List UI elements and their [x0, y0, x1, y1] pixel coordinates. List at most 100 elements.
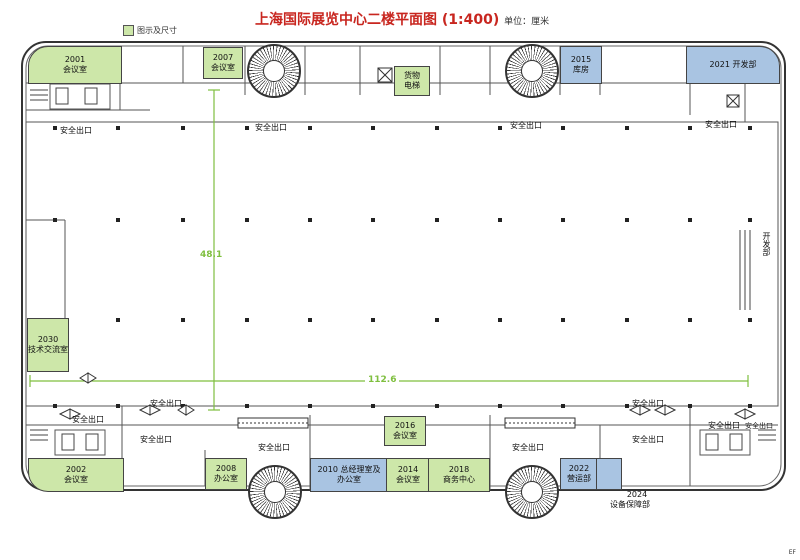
legend-label: 图示及尺寸: [137, 26, 177, 35]
room-2030[interactable]: 2030 技术交流室: [27, 318, 69, 372]
structural-column: [181, 404, 185, 408]
structural-column: [688, 318, 692, 322]
structural-column: [308, 404, 312, 408]
title-text: 上海国际展览中心二楼平面图: [255, 12, 437, 28]
exit-label-bottom-3: 安全出口: [258, 443, 290, 452]
structural-column: [625, 126, 629, 130]
room-2014[interactable]: 2014 会议室: [386, 458, 430, 492]
structural-column: [245, 404, 249, 408]
exit-label-bottom-right-1: 安全出口: [632, 399, 664, 408]
room-2008[interactable]: 2008 办公室: [205, 458, 247, 490]
room-2024-label: 2024 设备保障部: [610, 490, 650, 509]
room-2024-block[interactable]: [596, 458, 622, 490]
spiral-stair-top-left: [247, 44, 301, 98]
structural-column: [435, 126, 439, 130]
structural-column: [748, 126, 752, 130]
structural-column: [371, 318, 375, 322]
structural-column: [625, 218, 629, 222]
room-2022[interactable]: 2022 营运部: [560, 458, 598, 490]
structural-column: [748, 218, 752, 222]
structural-column: [181, 218, 185, 222]
room-2016[interactable]: 2016 会议室: [384, 416, 426, 446]
dimension-horizontal-label: 112.6: [365, 375, 400, 385]
spiral-stair-bottom-left: [248, 465, 302, 519]
column-grid: [53, 126, 752, 408]
structural-column: [116, 318, 120, 322]
structural-column: [498, 218, 502, 222]
structural-column: [53, 126, 57, 130]
structural-column: [435, 404, 439, 408]
freight-elevator[interactable]: 货物 电梯: [394, 66, 430, 96]
exit-label-bottom-4: 安全出口: [512, 443, 544, 452]
dimension-vertical: [208, 89, 220, 411]
structural-column: [116, 404, 120, 408]
legend-swatch: [123, 25, 134, 36]
exit-label-bottom-right-4: 安全出口: [745, 422, 773, 430]
structural-column: [498, 318, 502, 322]
structural-column: [181, 318, 185, 322]
structural-column: [435, 218, 439, 222]
room-2007[interactable]: 2007 会议室: [203, 47, 243, 79]
toilet-top-left: [49, 83, 111, 110]
structural-column: [308, 218, 312, 222]
right-wall-ribs: [739, 230, 751, 310]
exit-label-bottom-left: 安全出口: [72, 415, 104, 424]
structural-column: [748, 318, 752, 322]
structural-column: [371, 404, 375, 408]
structural-column: [371, 218, 375, 222]
side-label-dev: 开发部: [762, 232, 771, 256]
page-title: 上海国际展览中心二楼平面图 (1:400) 单位：厘米: [255, 9, 549, 29]
structural-column: [688, 218, 692, 222]
spiral-stair-bottom-right: [505, 465, 559, 519]
dimension-vertical-label: 48.1: [200, 250, 223, 260]
legend: 图示及尺寸: [123, 25, 177, 36]
structural-column: [53, 218, 57, 222]
door-symbols: [58, 372, 757, 420]
structural-column: [625, 404, 629, 408]
spiral-stair-top-right: [505, 44, 559, 98]
exit-label-top-left: 安全出口: [60, 126, 92, 135]
exit-label-top-mid-1: 安全出口: [255, 123, 287, 132]
exit-label-bottom-1: 安全出口: [150, 399, 182, 408]
room-2001[interactable]: 2001 会议室: [28, 46, 122, 84]
toilet-bottom-right: [699, 429, 751, 456]
exhibition-hall: [25, 121, 779, 407]
left-wall-ribs: [30, 89, 776, 441]
structural-column: [308, 318, 312, 322]
structural-column: [498, 126, 502, 130]
structural-column: [116, 126, 120, 130]
exit-label-bottom-2: 安全出口: [140, 435, 172, 444]
structural-column: [53, 404, 57, 408]
structural-column: [561, 126, 565, 130]
title-scale: (1:400): [441, 12, 500, 28]
exit-label-bottom-right-3: 安全出口: [708, 421, 740, 430]
structural-column: [561, 318, 565, 322]
exit-label-bottom-right-2: 安全出口: [632, 435, 664, 444]
room-2021[interactable]: 2021 开发部: [686, 46, 780, 84]
escalator-left: [237, 417, 309, 429]
exit-label-top-mid-2: 安全出口: [510, 121, 542, 130]
corner-code: EF: [788, 549, 796, 556]
structural-column: [308, 126, 312, 130]
structural-column: [561, 218, 565, 222]
toilet-bottom-left: [54, 429, 106, 456]
structural-column: [181, 126, 185, 130]
exit-label-top-right: 安全出口: [705, 120, 737, 129]
unit-label: 单位：厘米: [504, 17, 550, 27]
room-2010[interactable]: 2010 总经理室及 办公室: [310, 458, 388, 492]
structural-column: [245, 126, 249, 130]
escalator-right: [504, 417, 576, 429]
structural-column: [561, 404, 565, 408]
structural-column: [371, 126, 375, 130]
structural-column: [625, 318, 629, 322]
structural-column: [688, 404, 692, 408]
room-2015[interactable]: 2015 库房: [560, 46, 602, 84]
structural-column: [435, 318, 439, 322]
structural-column: [245, 318, 249, 322]
room-2018[interactable]: 2018 商务中心: [428, 458, 490, 492]
structural-column: [688, 126, 692, 130]
structural-column: [748, 404, 752, 408]
structural-column: [116, 218, 120, 222]
room-2002[interactable]: 2002 会议室: [28, 458, 124, 492]
structural-column: [245, 218, 249, 222]
